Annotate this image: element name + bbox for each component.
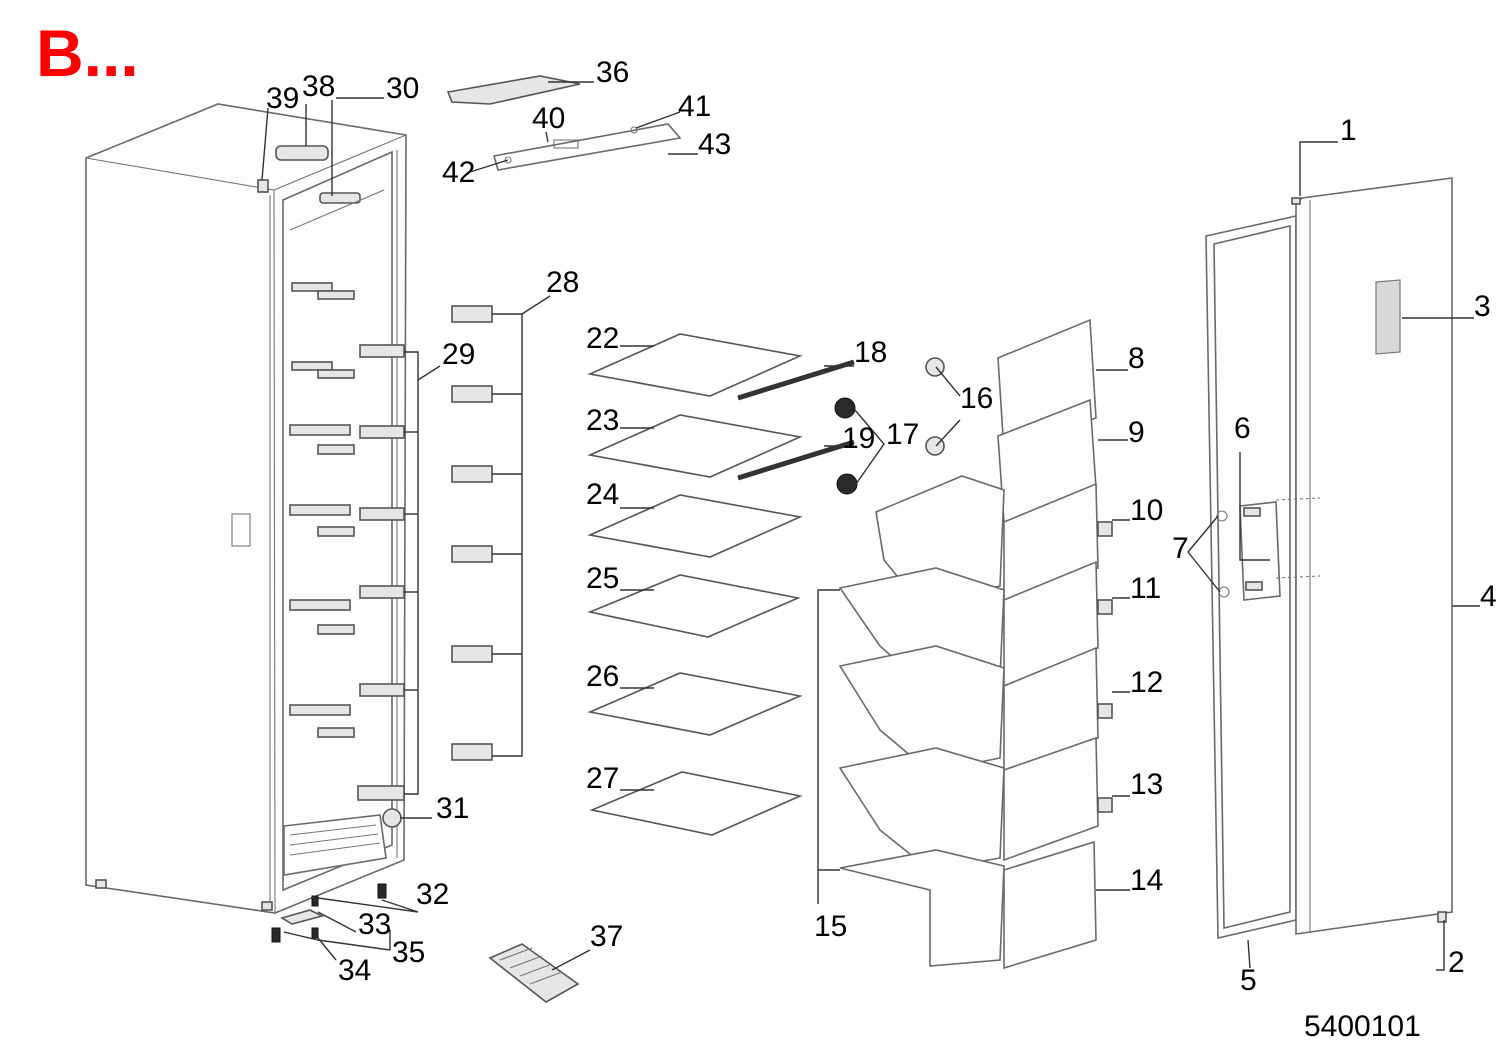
diagram-title: B...: [36, 16, 139, 90]
hinge-pin-39: [257, 179, 269, 193]
callout-41: 41: [678, 90, 711, 123]
door-assembly: [1205, 177, 1453, 940]
drain-fitting-31: [382, 808, 402, 828]
callout-33: 33: [358, 908, 391, 941]
callout-4: 4: [1480, 580, 1497, 613]
callout-17: 17: [886, 418, 919, 451]
cabinet-body: [85, 103, 407, 914]
callout-32: 32: [416, 878, 449, 911]
callout-10: 10: [1130, 494, 1163, 527]
callout-37: 37: [590, 920, 623, 953]
callout-1: 1: [1340, 114, 1357, 147]
callout-13: 13: [1130, 768, 1163, 801]
callout-39: 39: [266, 82, 299, 115]
shelf-rods: [737, 359, 855, 481]
callout-11: 11: [1130, 572, 1161, 605]
callout-8: 8: [1128, 342, 1145, 375]
glass-shelves: [587, 333, 803, 836]
callout-27: 27: [586, 762, 619, 795]
handle-6: [1239, 501, 1281, 601]
display-panel-3: [1375, 279, 1401, 355]
callout-14: 14: [1130, 864, 1163, 897]
callout-22: 22: [586, 322, 619, 355]
callout-9: 9: [1128, 416, 1145, 449]
callout-16: 16: [960, 382, 993, 415]
callout-35: 35: [392, 936, 425, 969]
leveling-feet: [271, 883, 387, 943]
top-bracket-30: [319, 192, 361, 204]
callout-7: 7: [1172, 532, 1189, 565]
callout-28: 28: [546, 266, 579, 299]
callout-19: 19: [842, 422, 875, 455]
callout-34: 34: [338, 954, 371, 987]
callout-15: 15: [814, 910, 847, 943]
leader-lines: [261, 81, 1480, 971]
control-panel-parts: [446, 75, 682, 171]
callout-6: 6: [1234, 412, 1251, 445]
ice-tray-37: [488, 943, 580, 1003]
shelf-clips-28: [451, 305, 493, 761]
callout-40: 40: [532, 102, 565, 135]
callout-26: 26: [586, 660, 619, 693]
callout-2: 2: [1448, 946, 1465, 979]
drawing-number: 5400101: [1304, 1010, 1421, 1043]
callout-42: 42: [442, 156, 475, 189]
callout-5: 5: [1240, 964, 1257, 997]
top-cover-38: [275, 145, 329, 161]
callout-30: 30: [386, 72, 419, 105]
callout-12: 12: [1130, 666, 1163, 699]
callout-31: 31: [436, 792, 469, 825]
callout-36: 36: [596, 56, 629, 89]
callout-29: 29: [442, 338, 475, 371]
callout-25: 25: [586, 562, 619, 595]
callout-43: 43: [698, 128, 731, 161]
callout-38: 38: [302, 70, 335, 103]
callout-24: 24: [586, 478, 619, 511]
callout-3: 3: [1474, 290, 1491, 323]
callout-23: 23: [586, 404, 619, 437]
callout-18: 18: [854, 336, 887, 369]
drawers-and-door-bins: [838, 318, 1113, 970]
callout-labels: 1 2 3 4 5 6 7 8 9 10 11 12 13 14 15 16 1…: [266, 56, 1497, 997]
